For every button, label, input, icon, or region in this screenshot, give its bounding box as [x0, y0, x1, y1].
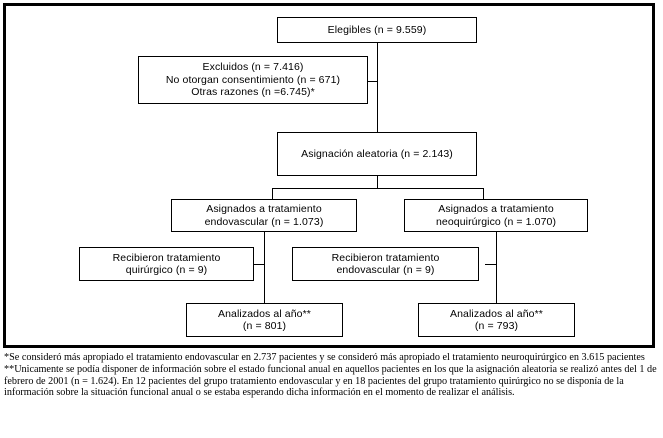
connector-eligible-to-randomized: [377, 43, 378, 140]
randomization-line-1: Asignación aleatoria (n = 2.143): [301, 147, 453, 160]
connector-left-spine: [264, 232, 265, 304]
excluded-line-1: Excluidos (n = 7.416): [202, 61, 304, 74]
received-endovascular-line-1: Recibieron tratamiento: [331, 251, 440, 264]
analyzed-neurosurgical-line-1: Analizados al año**: [450, 307, 543, 320]
connector-split-right-drop: [483, 188, 484, 200]
assigned-endovascular-box: Asignados a tratamiento endovascular (n …: [171, 199, 357, 232]
assigned-neurosurgical-line-2: neoquirúrgico (n = 1.070): [435, 215, 557, 228]
analyzed-neurosurgical-line-2: (n = 793): [474, 320, 519, 332]
connector-split-left-drop: [272, 188, 273, 200]
footnotes: *Se consideró más apropiado el tratamien…: [4, 352, 659, 399]
received-endovascular-line-2: endovascular (n = 9): [336, 264, 435, 276]
assigned-endovascular-line-1: Asignados a tratamiento: [206, 203, 322, 215]
received-surgical-box: Recibieron tratamiento quirúrgico (n = 9…: [79, 247, 254, 281]
assigned-neurosurgical-box: Asignados a tratamiento neoquirúrgico (n…: [404, 199, 588, 232]
connector-right-spine-to-received: [485, 264, 497, 265]
footnote-double-star: **Unicamente se podía disponer de inform…: [4, 363, 657, 399]
connector-randomization-split-bar: [272, 188, 483, 189]
connector-right-spine: [496, 232, 497, 304]
received-surgical-line-2: quirúrgico (n = 9): [125, 264, 208, 276]
connector-left-spine-to-received: [253, 264, 265, 265]
excluded-line-3: Otras razones (n =6.745)*: [191, 86, 315, 99]
excluded-box: Excluidos (n = 7.416) No otorgan consent…: [138, 56, 368, 104]
footnote-single-star: *Se consideró más apropiado el tratamien…: [4, 352, 645, 363]
eligible-box: Elegibles (n = 9.559): [277, 17, 477, 43]
analyzed-neurosurgical-box: Analizados al año** (n = 793): [418, 303, 575, 337]
connector-trunk-to-excluded: [367, 81, 378, 82]
diagram-frame: Elegibles (n = 9.559) Excluidos (n = 7.4…: [3, 3, 655, 348]
connector-randomized-down: [377, 175, 378, 189]
received-surgical-line-1: Recibieron tratamiento: [112, 251, 221, 264]
assigned-neurosurgical-line-1: Asignados a tratamiento: [438, 203, 554, 215]
analyzed-endovascular-box: Analizados al año** (n = 801): [186, 303, 343, 337]
assigned-endovascular-line-2: endovascular (n = 1.073): [204, 215, 324, 228]
excluded-line-2: No otorgan consentimiento (n = 671): [165, 73, 341, 86]
randomization-box: Asignación aleatoria (n = 2.143): [277, 132, 477, 176]
analyzed-endovascular-line-2: (n = 801): [242, 320, 287, 332]
analyzed-endovascular-line-1: Analizados al año**: [218, 307, 311, 320]
eligible-line-1: Elegibles (n = 9.559): [327, 23, 427, 36]
received-endovascular-box: Recibieron tratamiento endovascular (n =…: [292, 247, 479, 281]
